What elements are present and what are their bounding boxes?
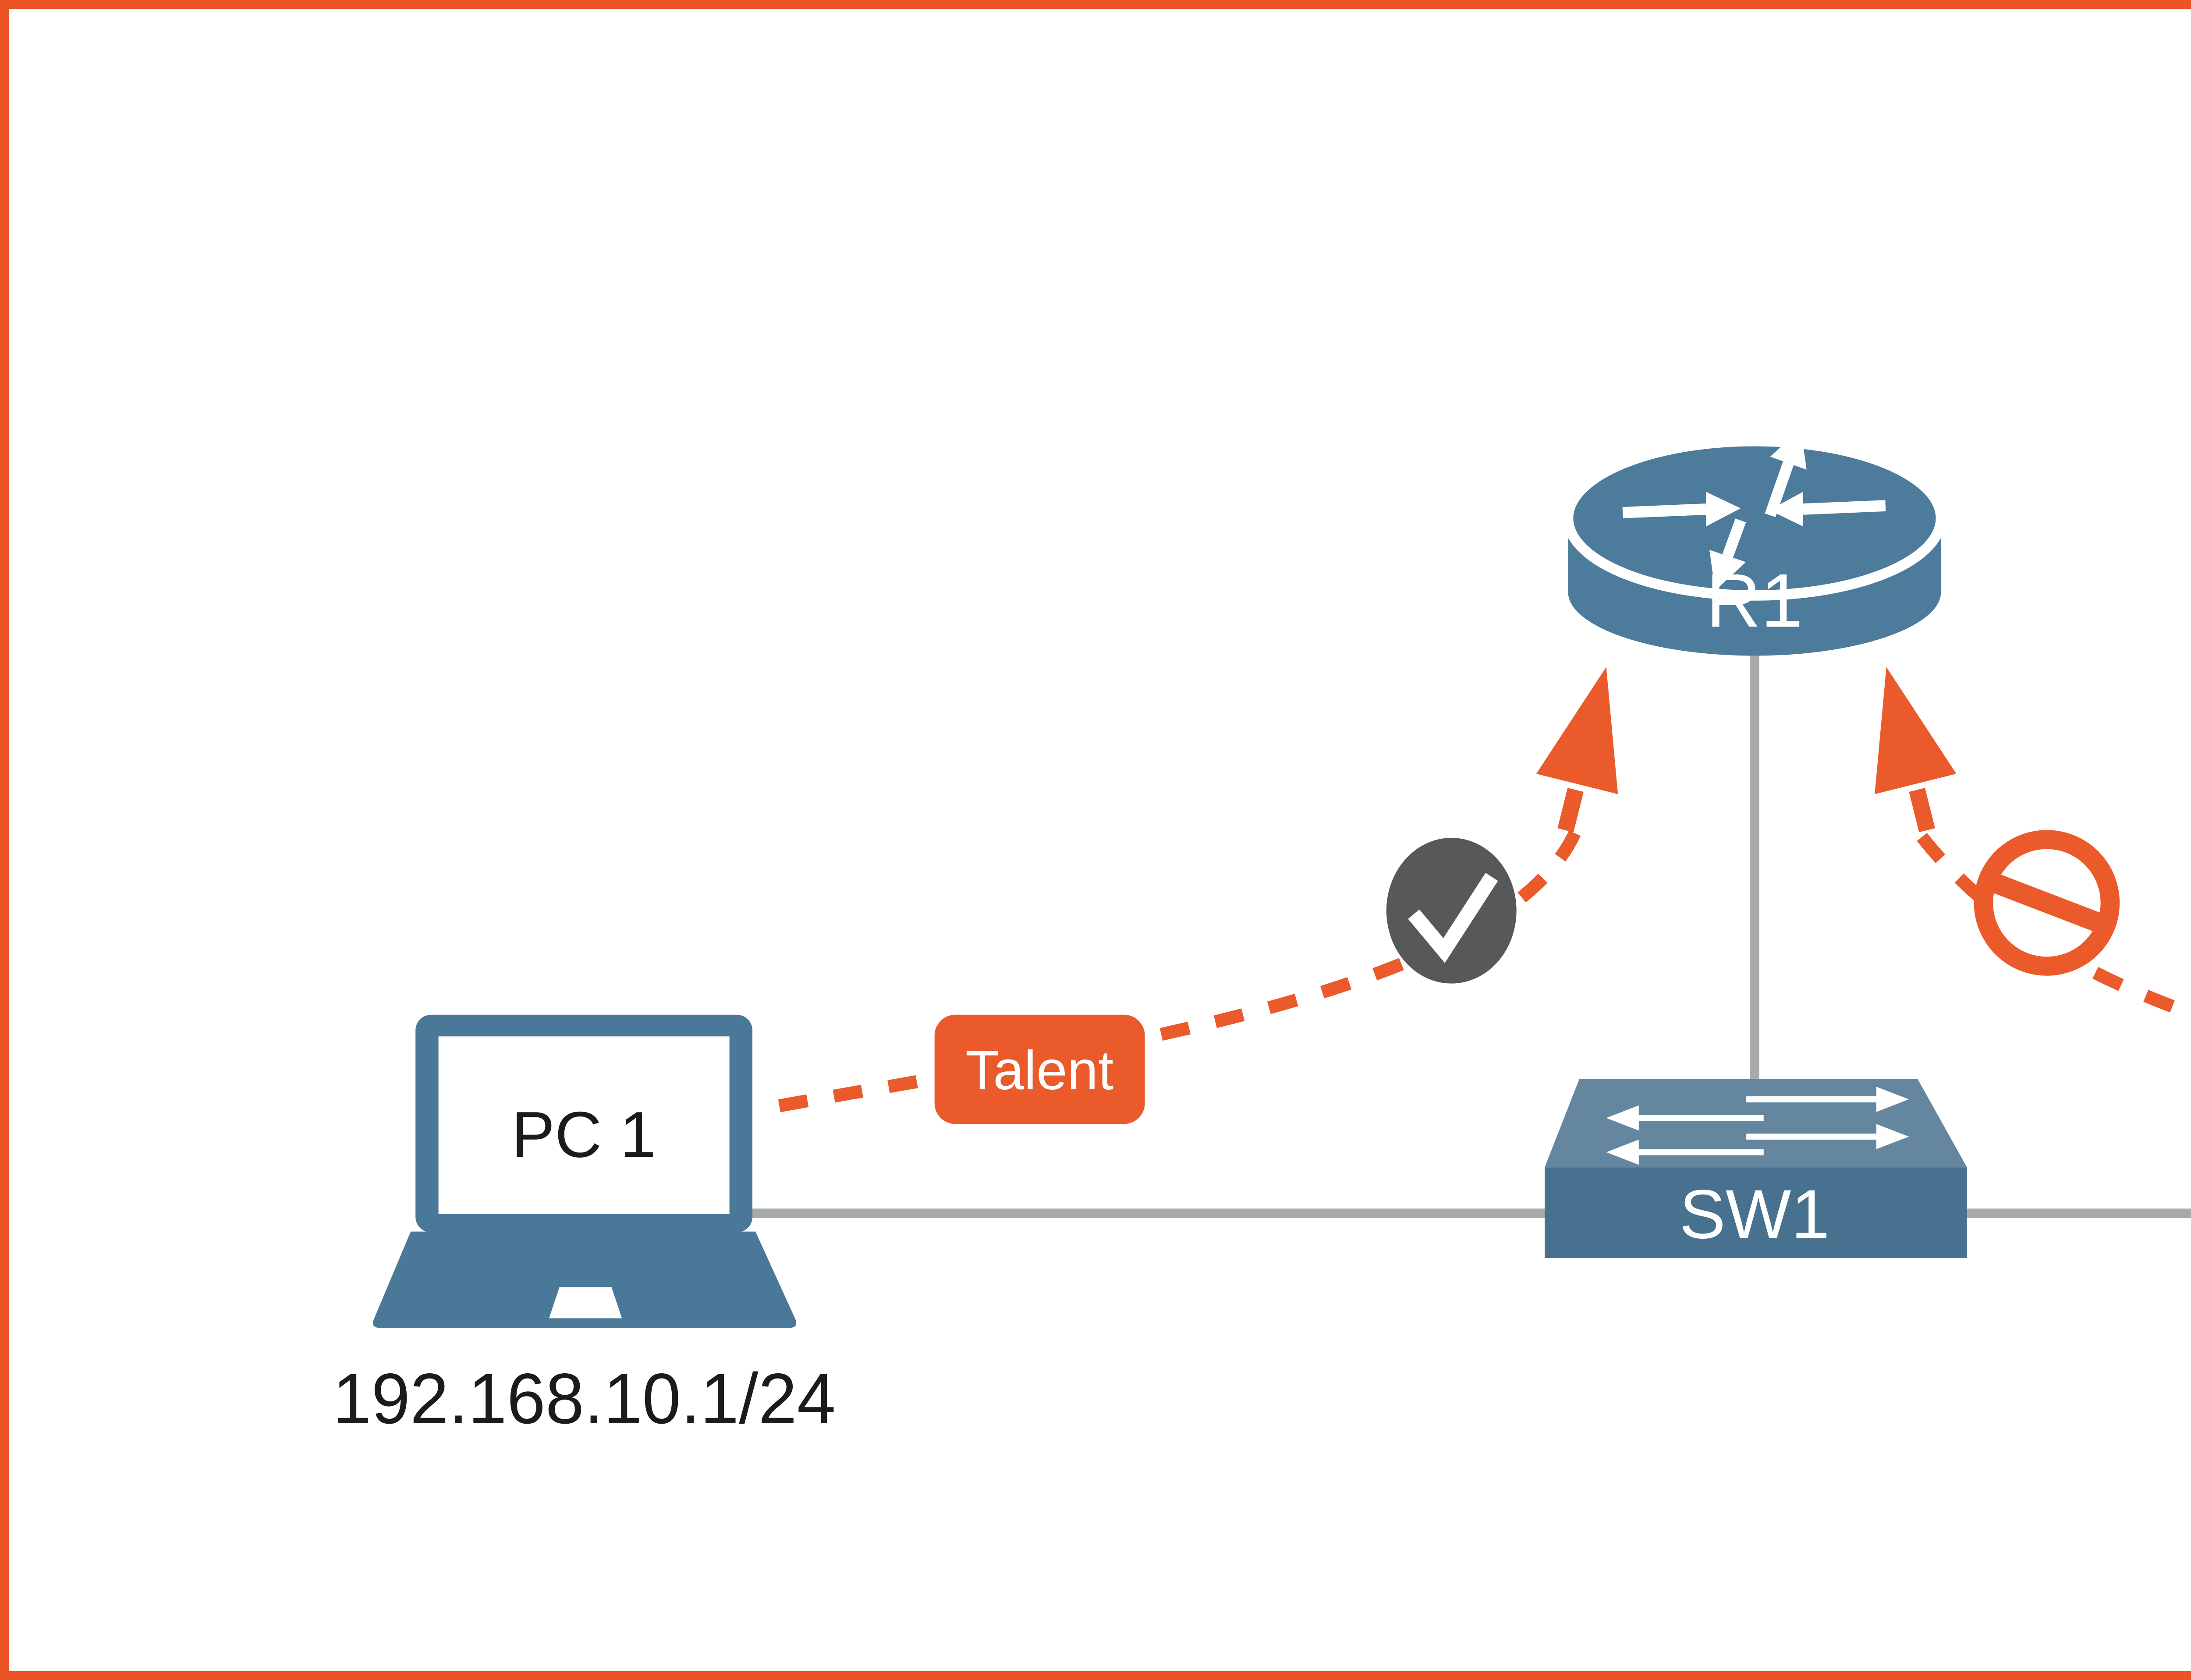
pc1-screen bbox=[438, 1036, 730, 1214]
arrowhead-tail bbox=[1557, 787, 1584, 833]
router-arrows-icon bbox=[1622, 428, 1886, 591]
network-topology-diagram: R1 SW1 PC 1 192.168.10.1/24 PC 2 19 bbox=[333, 428, 2191, 1439]
pc1-label: PC 1 bbox=[511, 1099, 656, 1171]
pc1-base bbox=[373, 1231, 797, 1328]
talent-badge-left: Talent bbox=[934, 1014, 1145, 1124]
switch-label: SW1 bbox=[1679, 1175, 1829, 1253]
talent-badge-left-box bbox=[934, 1014, 1145, 1124]
check-mark bbox=[1408, 872, 1498, 963]
pc1-touchpad bbox=[549, 1287, 622, 1318]
switch-icon: SW1 bbox=[1545, 1079, 1967, 1258]
router-top bbox=[1563, 436, 1946, 601]
pc1-icon: PC 1 bbox=[373, 1014, 797, 1328]
blocked-arrowhead-icon bbox=[1875, 667, 1957, 833]
switch-front-face bbox=[1545, 1167, 1967, 1258]
switch-arrows-icon bbox=[1606, 1087, 1909, 1165]
router-label: R1 bbox=[1706, 558, 1803, 643]
check-circle bbox=[1386, 838, 1517, 984]
block-slash bbox=[1982, 870, 2111, 936]
check-icon bbox=[1386, 838, 1517, 984]
arrowhead-tip bbox=[1536, 667, 1618, 794]
router-icon: R1 bbox=[1563, 428, 1946, 656]
arrowhead-tail bbox=[1909, 787, 1935, 833]
pc1-ip-address: 192.168.10.1/24 bbox=[333, 1358, 836, 1439]
talent-badge-left-label: Talent bbox=[965, 1039, 1113, 1101]
block-icon bbox=[1974, 830, 2120, 976]
arrowhead-tip bbox=[1875, 667, 1957, 794]
allowed-arrowhead-icon bbox=[1536, 667, 1618, 833]
